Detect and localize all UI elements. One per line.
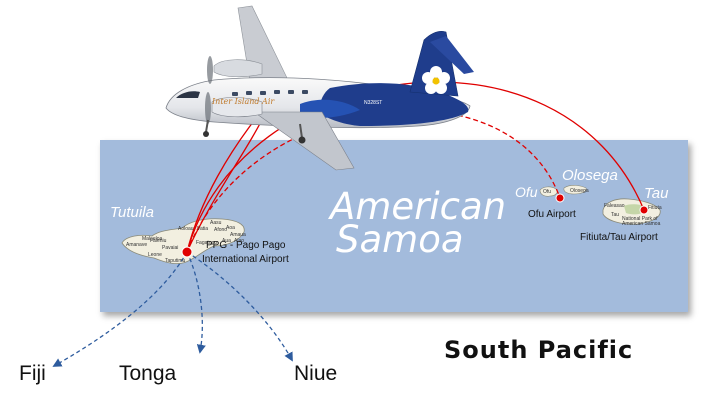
ppg-airport-marker[interactable] xyxy=(181,246,193,258)
island-label-tutuila: Tutuila xyxy=(110,204,154,221)
route-ppg-niue xyxy=(186,251,293,362)
route-ppg-fiji xyxy=(52,251,188,367)
country-title-line-2: Samoa xyxy=(336,218,464,261)
destination-label-tonga[interactable]: Tonga xyxy=(119,362,177,385)
village-label: Amanave xyxy=(126,242,148,248)
ofu-airport-marker[interactable] xyxy=(555,193,565,203)
village-label: Faleasao xyxy=(604,203,625,209)
park-label: American Samoa xyxy=(622,221,661,227)
island-label-tau: Tau xyxy=(644,185,669,202)
tutuila-island xyxy=(121,218,245,265)
village-label: Ofu xyxy=(543,189,552,195)
village-label: Fitiuta xyxy=(648,205,662,211)
village-label: Aoloau xyxy=(178,226,194,232)
village-label: Tau xyxy=(611,212,620,218)
village-label: Aua xyxy=(222,238,231,244)
airport-label-tau[interactable]: Fitiuta/Tau Airport xyxy=(580,232,658,243)
ofu-olosega-islands xyxy=(539,185,587,197)
village-label: Vatia xyxy=(197,226,209,232)
village-label: Amaua xyxy=(230,232,246,238)
village-label: Fagatogo xyxy=(196,240,218,246)
island-label-olosega: Olosega xyxy=(562,167,618,184)
airplane-icon: N328ST xyxy=(165,5,474,171)
village-label: Pavaiai xyxy=(162,245,179,251)
route-ppg-tonga xyxy=(186,251,206,354)
village-label: Aasu xyxy=(210,220,222,226)
destination-label-fiji[interactable]: Fiji xyxy=(19,362,46,385)
tau-airport-marker[interactable] xyxy=(639,205,649,215)
airport-label-ppg-line-2[interactable]: International Airport xyxy=(202,254,289,265)
region-title: South Pacific xyxy=(444,336,634,364)
park-label: National Park of xyxy=(622,216,658,222)
airport-label-ppg-line-1[interactable]: PPG - Pago Pago xyxy=(206,240,286,251)
village-label: Faleniu xyxy=(150,238,167,244)
airport-label-ofu[interactable]: Ofu Airport xyxy=(528,209,576,220)
aircraft-livery-text: Inter Island Air xyxy=(212,97,275,106)
destination-label-niue[interactable]: Niue xyxy=(294,362,338,385)
village-label: Malaeloa xyxy=(142,236,163,242)
island-label-ofu: Ofu xyxy=(515,184,538,200)
village-label: Olosega xyxy=(570,188,589,194)
village-label: Alao xyxy=(234,238,245,244)
svg-text:N328ST: N328ST xyxy=(364,100,382,106)
village-label: Afono xyxy=(214,227,228,233)
village-label: Taputimu xyxy=(165,258,186,264)
route-ppg-tau xyxy=(186,81,645,253)
country-title-line-1: American xyxy=(330,185,507,228)
village-label: Leone xyxy=(148,252,162,258)
village-label: Aoa xyxy=(226,225,235,231)
